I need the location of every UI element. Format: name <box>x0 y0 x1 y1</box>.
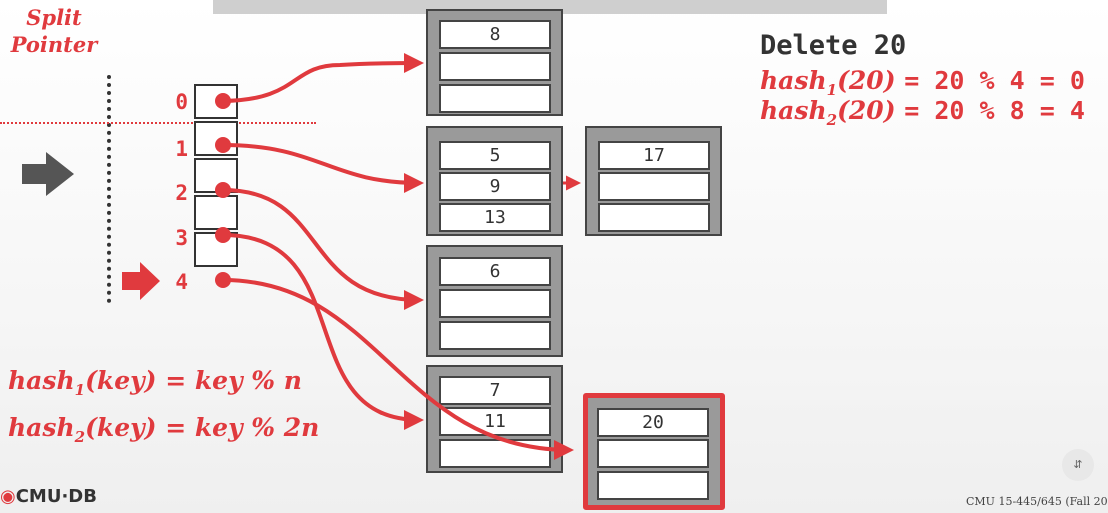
bucket-slot: 7 <box>439 376 551 405</box>
cmu-db-logo-icon: ◉ <box>0 486 16 507</box>
dir-index-0: 0 <box>175 90 188 114</box>
bucket-slot: 9 <box>439 172 551 201</box>
bucket-slot: 17 <box>598 141 710 170</box>
split-pointer-arrow-icon <box>22 152 74 200</box>
bucket-slot: 20 <box>597 408 709 437</box>
pointer-0 <box>222 53 424 103</box>
bucket-0: 8 <box>426 9 563 116</box>
formula2-sub: 2 <box>74 428 86 446</box>
bucket-slot <box>598 203 710 232</box>
dir-slot-2 <box>194 158 238 193</box>
hash1-fn: hash <box>760 66 827 95</box>
bucket-slot <box>597 439 709 468</box>
bucket-overflow: 17 <box>585 126 722 236</box>
split-pointer-dotted-line <box>107 75 111 303</box>
bucket-slot <box>439 84 551 113</box>
dir-pointer-dot <box>215 227 231 243</box>
logo-text: CMU·DB <box>15 486 97 507</box>
course-footer: CMU 15-445/645 (Fall 20 <box>966 495 1108 508</box>
pointer-1 <box>222 143 424 193</box>
dir-slot-3 <box>194 195 238 230</box>
new-bucket-arrow-icon <box>122 262 160 304</box>
formula-hash2: hash2(key) = key % 2n <box>8 413 319 446</box>
dir-index-1: 1 <box>175 137 188 161</box>
hash2-sub: 2 <box>826 111 838 129</box>
hash1-sub: 1 <box>826 81 838 99</box>
formula1-sub: 1 <box>74 381 86 399</box>
split-pointer-line2: Pointer <box>10 32 98 57</box>
dir-index-3: 3 <box>175 226 188 250</box>
formula-hash1: hash1(key) = key % n <box>8 366 302 399</box>
bucket-3: 7 11 <box>426 365 563 473</box>
dir-slot-1 <box>194 121 238 156</box>
formula2-rest: (key) = key % 2n <box>85 413 320 442</box>
bucket-slot: 8 <box>439 20 551 49</box>
formula2-fn: hash <box>8 413 75 442</box>
hash2-expr: = 20 % 8 = 4 <box>904 96 1085 125</box>
top-bar <box>213 0 887 14</box>
hash1-result: hash1(20) = 20 % 4 = 0 <box>760 66 1085 99</box>
hash2-arg: (20) <box>837 96 896 125</box>
fullscreen-button[interactable]: ⇵ <box>1062 449 1094 481</box>
bucket-slot <box>598 172 710 201</box>
formula1-fn: hash <box>8 366 75 395</box>
split-boundary-dotted-line <box>0 122 316 124</box>
bucket-slot: 13 <box>439 203 551 232</box>
bucket-slot <box>439 439 551 468</box>
pointer-4 <box>222 278 574 460</box>
dir-pointer-dot <box>215 182 231 198</box>
split-pointer-label: Split Pointer <box>4 4 104 58</box>
dir-index-4: 4 <box>175 270 188 294</box>
dir-pointer-dot <box>215 272 231 288</box>
hash2-result: hash2(20) = 20 % 8 = 4 <box>760 96 1085 129</box>
formula1-rest: (key) = key % n <box>85 366 302 395</box>
operation-title: Delete 20 <box>760 30 907 61</box>
bucket-2: 6 <box>426 245 563 357</box>
dir-pointer-dot <box>215 137 231 153</box>
split-pointer-line1: Split <box>26 5 82 30</box>
hash2-fn: hash <box>760 96 827 125</box>
bucket-1: 5 9 13 <box>426 126 563 236</box>
dir-pointer-dot <box>215 93 231 109</box>
hash1-arg: (20) <box>837 66 896 95</box>
bucket-slot <box>439 289 551 318</box>
pointer-2 <box>222 188 424 310</box>
cmu-db-logo: ◉CMU·DB <box>0 486 97 507</box>
hash1-expr: = 20 % 4 = 0 <box>904 66 1085 95</box>
bucket-slot: 6 <box>439 257 551 286</box>
bucket-slot: 5 <box>439 141 551 170</box>
bucket-slot <box>439 52 551 81</box>
bucket-4-highlighted: 20 <box>583 393 725 510</box>
bucket-slot <box>597 471 709 500</box>
bucket-slot <box>439 321 551 350</box>
pointer-3 <box>222 233 424 430</box>
dir-index-2: 2 <box>175 181 188 205</box>
